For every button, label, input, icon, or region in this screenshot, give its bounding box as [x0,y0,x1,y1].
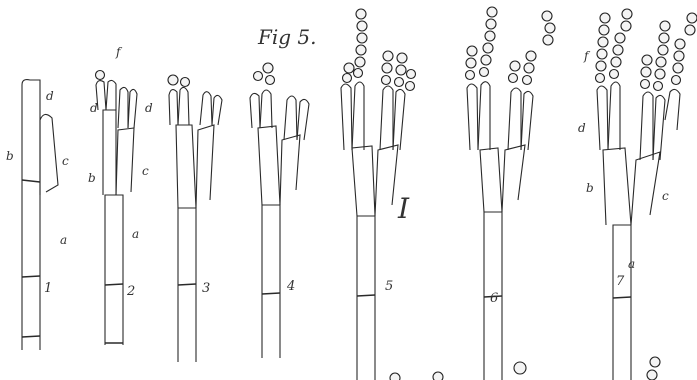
stray-spores [390,357,660,380]
number-7: 7 [616,274,625,289]
label-c-2: c [142,164,149,178]
label-b-7: b [586,181,594,195]
number-2: 2 [126,284,135,299]
label-c-7: c [662,189,669,203]
label-f-7: f [583,49,591,63]
roman-numeral-label: I [397,192,410,225]
spore-chain-6 [466,7,556,85]
number-5: 5 [385,279,393,294]
label-d-2: d [90,101,98,115]
specimen-1: d b c a 1 [6,80,69,350]
label-a-2: a [132,227,139,241]
specimen-4: 4 [250,63,309,358]
specimen-6: 6 [466,7,556,380]
spore-chain-7 [596,9,697,91]
label-f-2: f [115,45,123,59]
label-b-2: b [88,171,96,185]
figure-title: Fig 5. [257,25,317,49]
specimen-3: 3 [168,75,222,362]
number-3: 3 [202,281,210,296]
spore-chain-5 [343,9,416,91]
label-a-7: a [628,257,635,271]
label-d-7: d [578,121,586,135]
number-4: 4 [286,279,295,294]
label-d-2b: d [145,101,153,115]
specimen-2: f d d b c a 2 [88,45,153,345]
label-d-1: d [46,89,54,103]
label-b-1: b [6,149,14,163]
label-c-1: c [62,154,69,168]
number-6: 6 [490,291,498,306]
specimen-7: f d b c a 7 [578,9,697,380]
label-a-1: a [60,233,67,247]
number-1: 1 [44,281,52,296]
